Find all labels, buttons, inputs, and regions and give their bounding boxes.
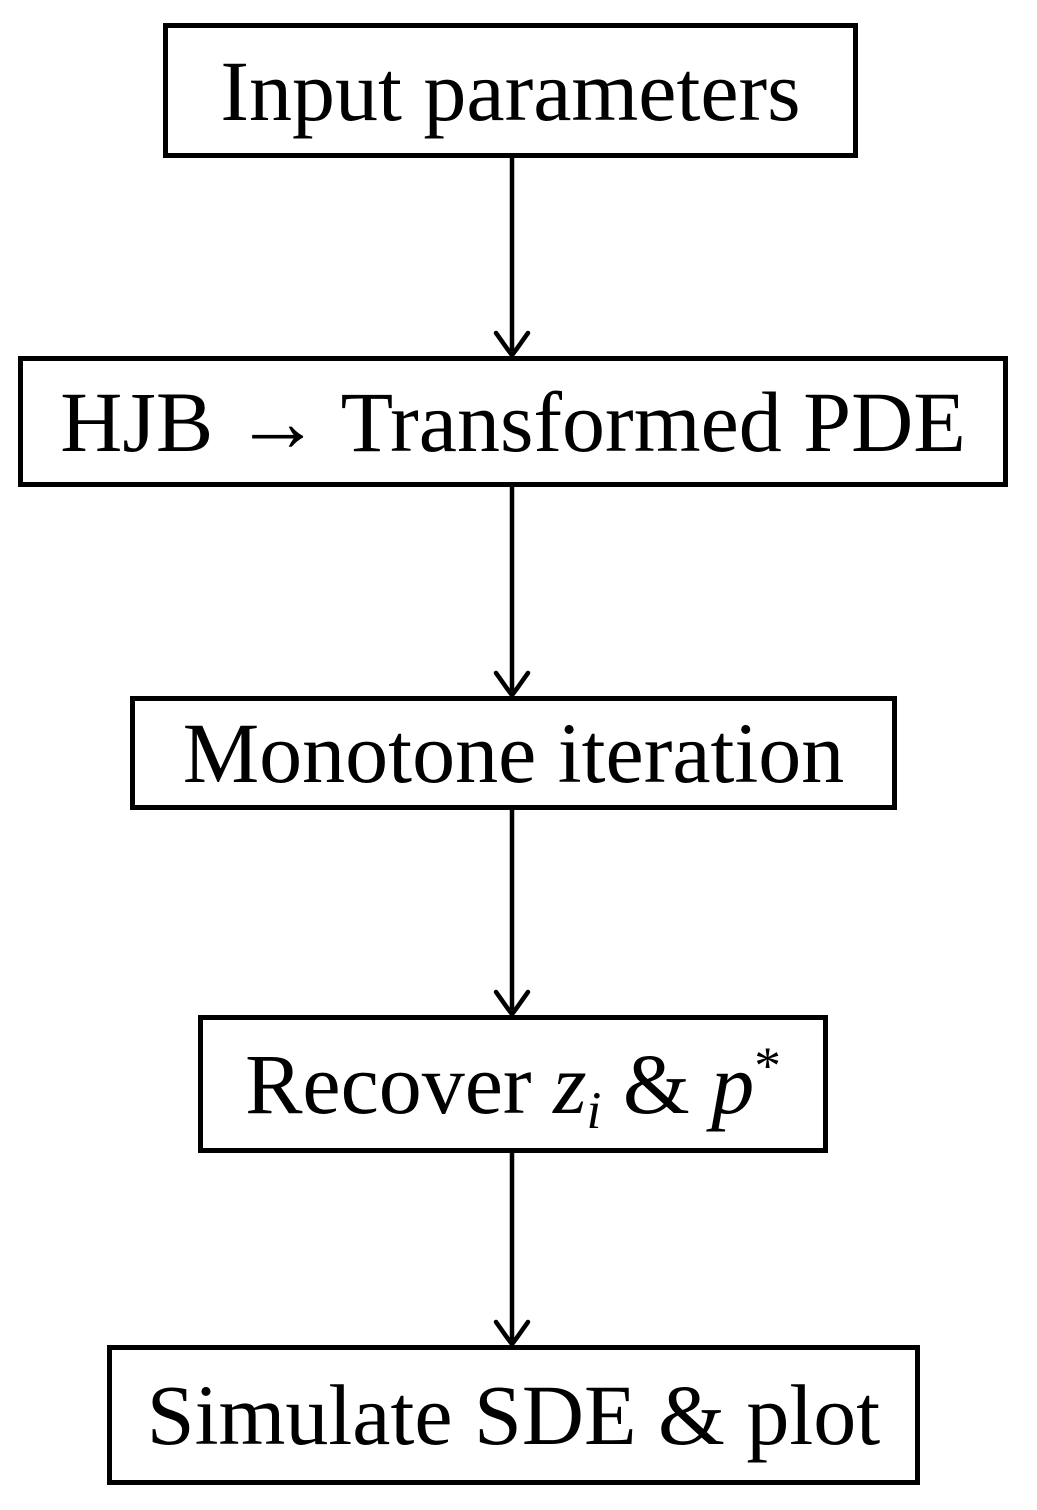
node-simulate-sde-plot-label: Simulate SDE & plot bbox=[146, 1367, 881, 1463]
node-recover-zi-pstar: Recover zi & p* bbox=[198, 1015, 828, 1153]
math-var-z: z bbox=[553, 1036, 587, 1132]
node-simulate-sde-plot: Simulate SDE & plot bbox=[107, 1345, 920, 1485]
node-monotone-iteration: Monotone iteration bbox=[130, 696, 897, 810]
node-hjb-transformed-pde: HJB → Transformed PDE bbox=[18, 356, 1008, 487]
arrow-input-to-hjb bbox=[493, 156, 531, 358]
node-input-parameters: Input parameters bbox=[163, 23, 858, 158]
node-hjb-transformed-pde-label: HJB → Transformed PDE bbox=[60, 373, 966, 470]
node-recover-zi-pstar-label: Recover zi & p* bbox=[245, 1039, 781, 1137]
recover-label-ampersand: & bbox=[601, 1036, 712, 1132]
arrow-recover-to-simulate bbox=[493, 1151, 531, 1347]
node-monotone-iteration-label: Monotone iteration bbox=[182, 705, 845, 801]
math-subscript-i: i bbox=[586, 1079, 602, 1140]
arrow-hjb-to-monotone bbox=[493, 485, 531, 698]
node-input-parameters-label: Input parameters bbox=[220, 42, 801, 139]
math-superscript-star: * bbox=[754, 1035, 781, 1096]
arrow-monotone-to-recover bbox=[493, 808, 531, 1017]
math-var-p: p bbox=[711, 1036, 755, 1132]
recover-label-prefix: Recover bbox=[245, 1036, 554, 1132]
